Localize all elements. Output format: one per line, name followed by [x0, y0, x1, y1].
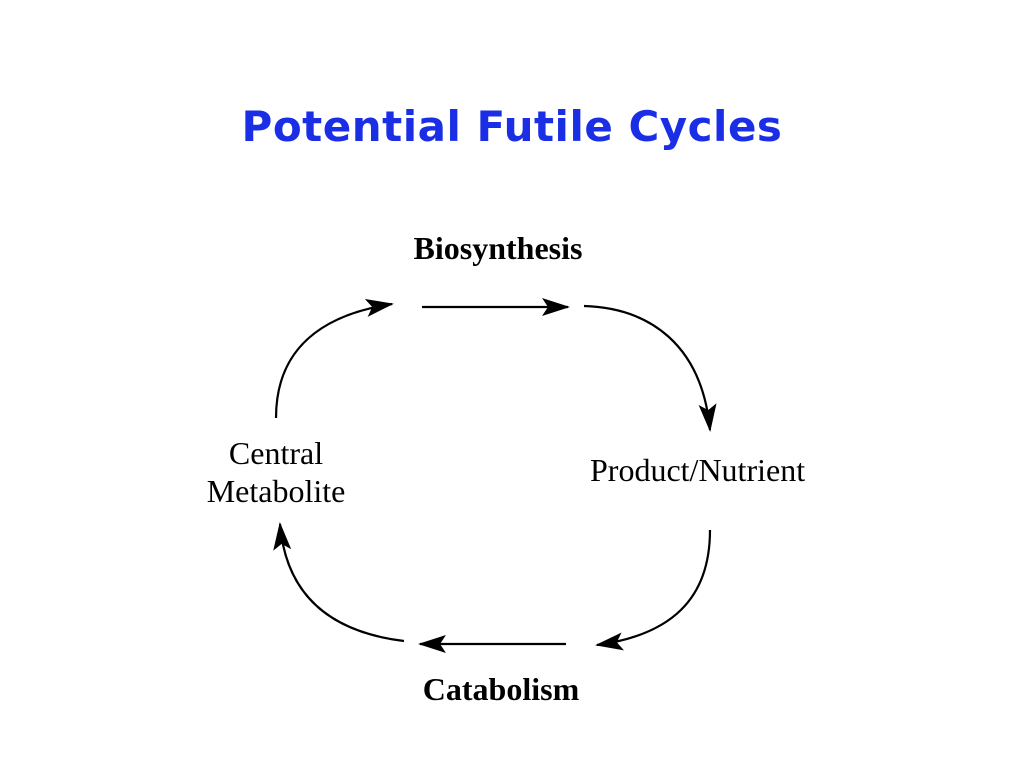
slide-title: Potential Futile Cycles	[241, 102, 783, 151]
arrow-biosynthesis-to-product	[583, 304, 717, 432]
node-central-metabolite-line1: Central	[228, 435, 324, 471]
node-catabolism: Catabolism	[422, 671, 580, 707]
arrow-product-to-catabolism	[595, 529, 712, 651]
node-central-metabolite-line2: Metabolite	[206, 473, 346, 509]
arrow-catabolism-to-central	[273, 522, 405, 643]
node-product-nutrient: Product/Nutrient	[590, 452, 806, 488]
arrow-central-to-biosynthesis	[274, 299, 394, 419]
node-biosynthesis: Biosynthesis	[413, 230, 583, 266]
node-central-metabolite: Central Metabolite	[176, 434, 376, 510]
